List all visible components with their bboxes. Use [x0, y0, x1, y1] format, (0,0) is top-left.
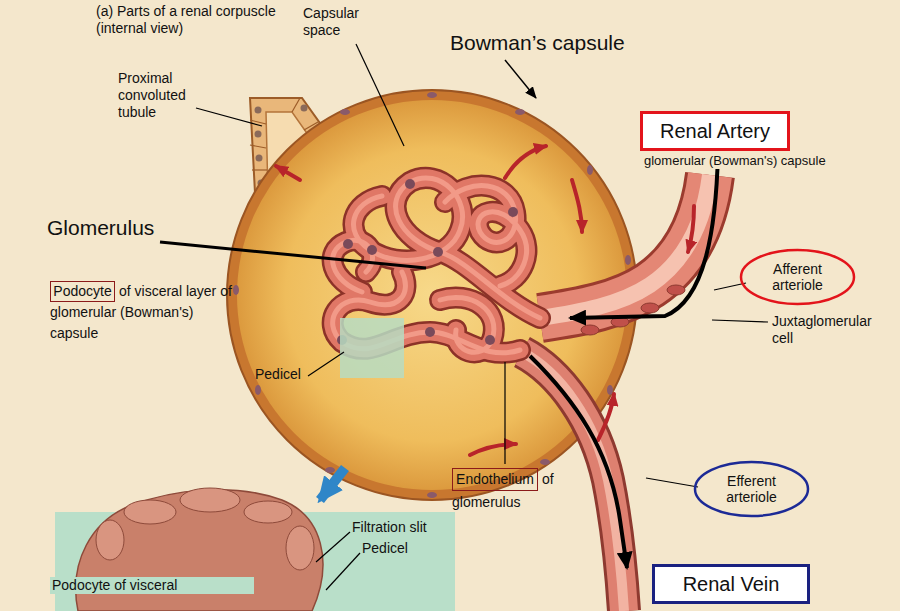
node-text: Efferent arteriole	[716, 473, 788, 505]
part-label: Pedicel	[362, 540, 442, 557]
part-label: Capsular space	[303, 5, 383, 39]
efferent-arteriole-ellipse: Efferent arteriole	[693, 460, 810, 518]
part-label: glomerular (Bowman's) capsule	[642, 153, 861, 169]
node-text: Afferent arteriole	[762, 261, 834, 293]
afferent-arteriole-ellipse: Afferent arteriole	[739, 248, 856, 306]
blood-out-arrow	[530, 356, 627, 568]
part-label: Juxtaglomerular cell	[772, 313, 894, 347]
part-label: of visceral layer of glomerular (Bowman'…	[50, 281, 240, 344]
part-label: Proximal convoluted tubule	[118, 70, 218, 121]
afferent-vessel	[540, 175, 710, 335]
figure-title: (a) Parts of a renal corpuscle (internal…	[96, 3, 311, 37]
ellipse-shape	[695, 462, 808, 516]
part-label: Podocyte of visceral	[50, 577, 254, 594]
part-label: Bowman’s capsule	[450, 30, 660, 55]
zoom-arrow	[320, 468, 345, 500]
node-text: Renal Artery	[660, 120, 770, 143]
renal-artery-box: Renal Artery	[640, 111, 790, 151]
part-label: Pedicel	[255, 366, 335, 383]
ellipse-shape	[741, 250, 854, 304]
endothelium-box: Endothelium	[452, 468, 538, 491]
part-label: of glomerulus	[452, 468, 582, 514]
podocyte-box: Podocyte	[50, 281, 115, 302]
blood-in-arrow	[570, 153, 718, 318]
part-label: Filtration slit	[352, 519, 452, 536]
renal-vein-box: Renal Vein	[652, 564, 810, 604]
part-label: Glomerulus	[47, 215, 207, 240]
node-text: Podocyte	[53, 283, 111, 299]
node-text: Endothelium	[456, 471, 534, 487]
zoom-region	[340, 318, 404, 378]
node-text: Renal Vein	[683, 573, 780, 596]
filtrate-flow-arrows	[276, 146, 694, 455]
